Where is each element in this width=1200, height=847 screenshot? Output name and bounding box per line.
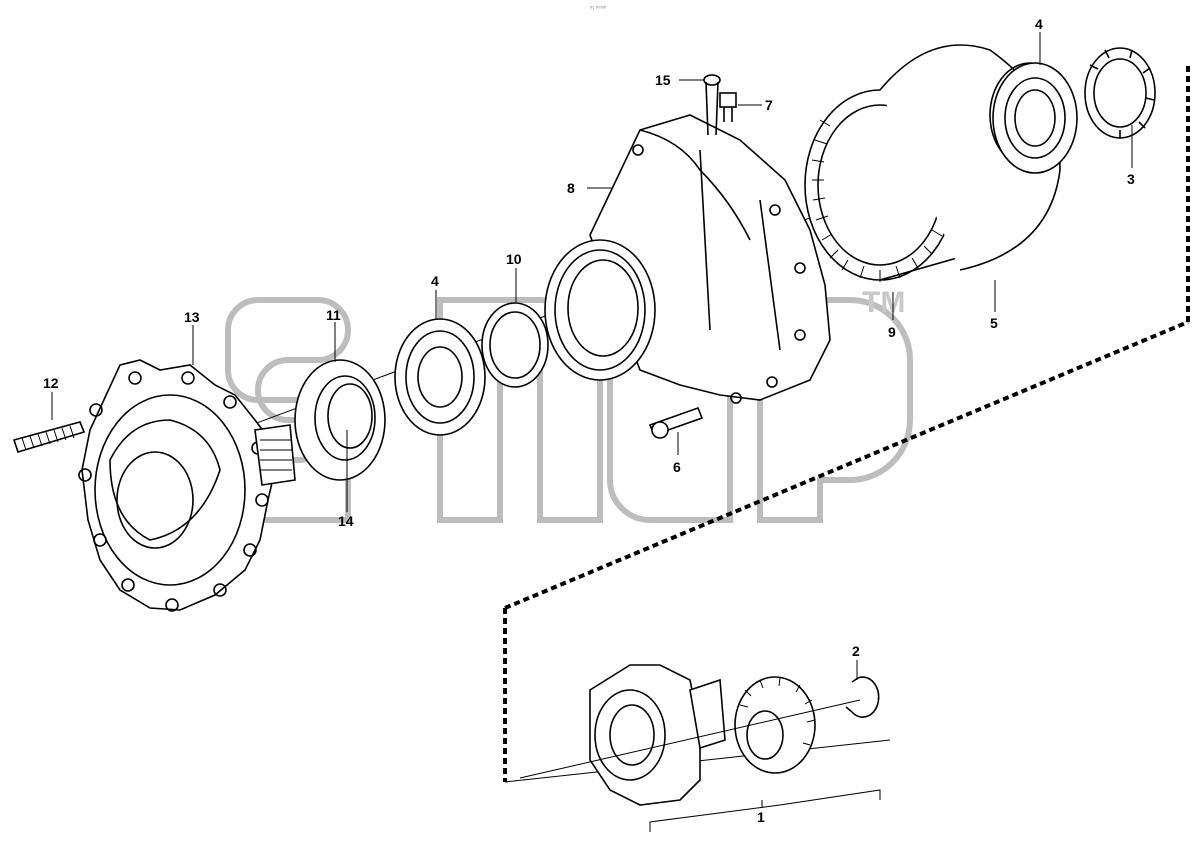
callout-12: 12 — [43, 375, 59, 391]
callout-4-left: 4 — [431, 273, 439, 289]
subassembly-axis — [519, 699, 861, 779]
callout-1: 1 — [757, 809, 765, 825]
planet-carrier-part — [589, 664, 726, 806]
housing-part — [544, 114, 831, 404]
watermark-tm: TM — [862, 286, 905, 319]
circlip-part — [845, 676, 880, 718]
callout-6: 6 — [673, 459, 681, 475]
callout-3: 3 — [1127, 171, 1135, 187]
bearing-left-part — [394, 318, 486, 436]
callout-15: 15 — [655, 72, 671, 88]
callout-4-right: 4 — [1035, 16, 1043, 32]
stud-bolt-part — [12, 421, 86, 453]
callout-leaders — [51, 32, 1133, 808]
subassembly-bracket — [503, 62, 1190, 782]
callout-11: 11 — [326, 307, 341, 323]
callout-8: 8 — [567, 180, 575, 196]
bearing-right-part — [992, 62, 1078, 174]
callout-9: 9 — [888, 324, 896, 340]
sub-bracket-underline — [649, 789, 881, 832]
bolt-part — [648, 406, 704, 439]
ring-part — [481, 302, 549, 388]
hub-part — [78, 359, 296, 612]
corner-mark: ᵐᵢ ᵐᵐᵐ — [590, 6, 607, 12]
lock-nut-part — [1084, 47, 1156, 139]
plug-part — [719, 92, 737, 122]
sun-gear-part — [734, 676, 816, 774]
callout-10: 10 — [506, 251, 522, 267]
seal-part — [294, 359, 386, 481]
callout-2: 2 — [852, 643, 860, 659]
callout-5: 5 — [990, 315, 998, 331]
callout-14: 14 — [338, 513, 354, 529]
callout-7: 7 — [765, 97, 773, 113]
callout-13: 13 — [184, 309, 200, 325]
